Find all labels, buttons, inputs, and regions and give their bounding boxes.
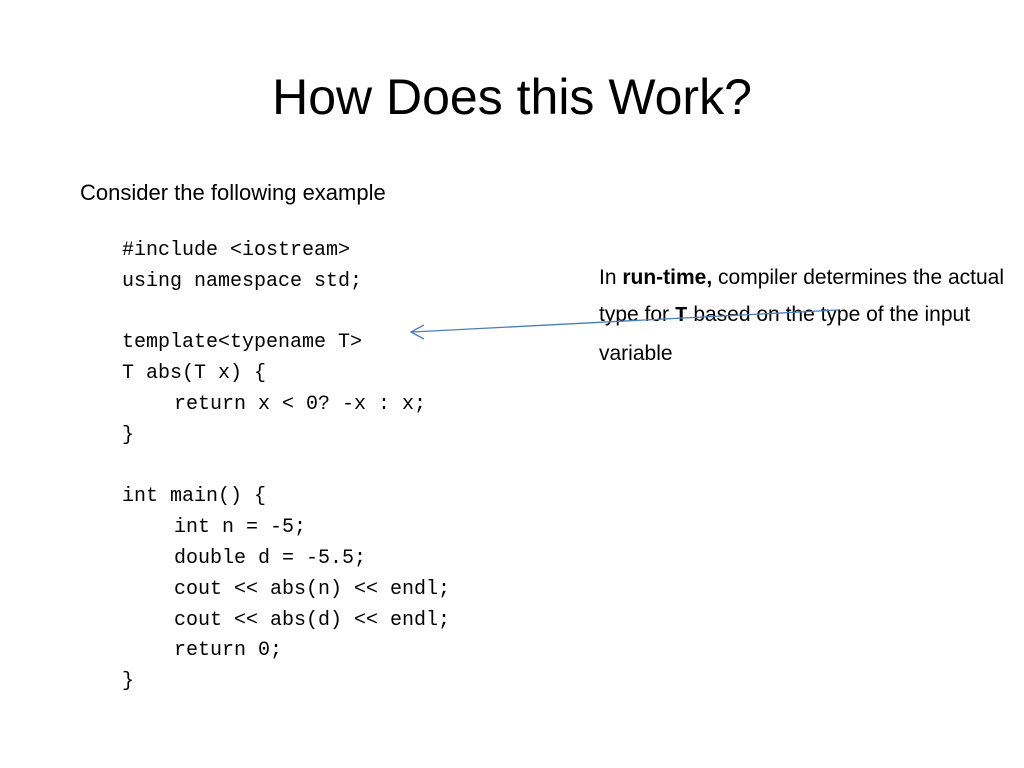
code-block: #include <iostream> using namespace std; t… <box>122 236 450 698</box>
code-line: T abs(T x) { <box>122 362 267 386</box>
code-line <box>122 452 450 483</box>
code-line: } <box>122 423 135 447</box>
code-line: } <box>122 670 135 694</box>
slide-title: How Does this Work? <box>272 69 752 125</box>
code-line: using namespace std; <box>122 269 363 293</box>
code-line: template<typename T> <box>122 331 363 355</box>
code-line: return x < 0? -x : x; <box>174 392 427 416</box>
code-line: cout << abs(n) << endl; <box>174 577 451 601</box>
code-line: double d = -5.5; <box>174 546 367 570</box>
slide-subtitle: Consider the following example <box>80 180 386 205</box>
code-line: return 0; <box>174 639 283 663</box>
annotation-note: In run-time, compiler determines the act… <box>599 259 1014 372</box>
note-text-1: In <box>599 266 623 289</box>
code-line: int main() { <box>122 485 267 509</box>
note-bold-run-time: run-time, <box>622 266 713 289</box>
code-line: int n = -5; <box>174 516 307 540</box>
code-line: cout << abs(d) << endl; <box>174 608 451 632</box>
code-line: #include <iostream> <box>122 239 351 262</box>
code-line <box>122 298 450 329</box>
note-code-T: T <box>674 305 688 328</box>
